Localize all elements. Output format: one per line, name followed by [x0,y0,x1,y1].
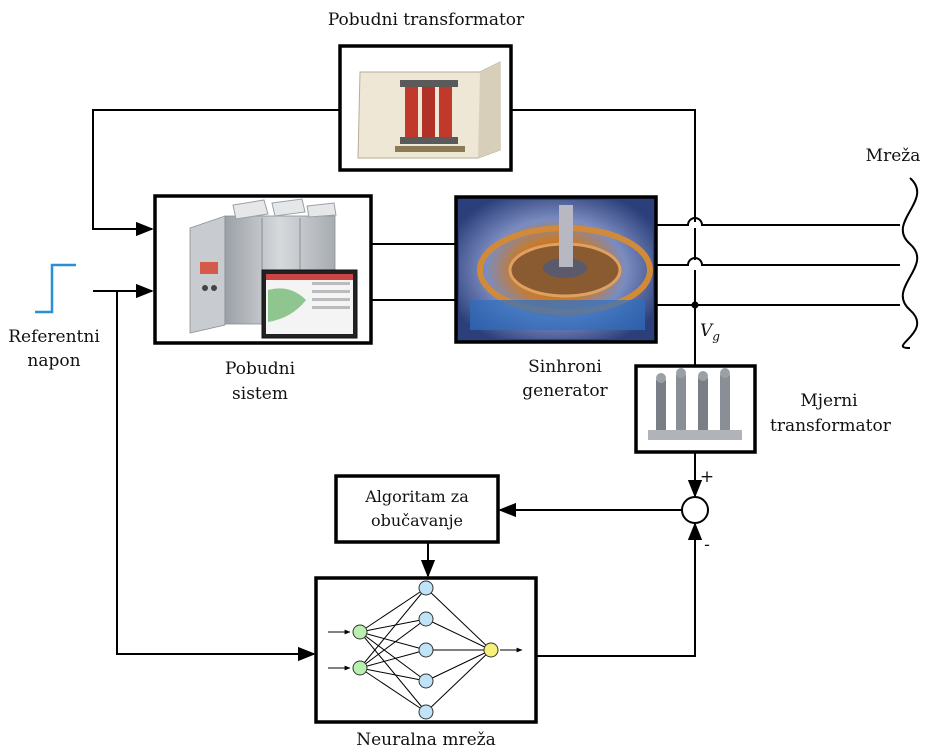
nn-connection [359,649,427,669]
nn-connection [359,587,427,633]
nn-connection [425,587,492,651]
phase-line-1 [655,217,900,226]
reference-to-nn-wire [116,291,316,662]
nn-connection [425,618,492,651]
nn-connection [359,667,427,682]
vg-label: Vg [700,321,720,344]
nn-connection [359,667,427,713]
nn-connection [359,631,427,682]
junction-dot [691,301,699,309]
network-label: Mreža [865,146,921,166]
generator-label-2: generator [522,381,608,401]
training-algorithm-label-2: obučavanje [371,511,463,530]
network-coil-icon [901,177,919,349]
training-algorithm-block[interactable] [334,474,500,544]
excitation-transformer-label: Pobudni transformator [327,10,525,30]
nn-connection [359,618,427,633]
nn-output-node [483,642,499,658]
training-algorithm-label-1: Algoritam za [365,487,469,506]
nn-input-node [352,660,368,676]
synchronous-generator-block[interactable] [454,195,658,344]
neural-network-block[interactable] [314,576,538,724]
excitation-system-label-1: Pobudni [224,359,296,379]
nn-connection [359,631,427,651]
nn-hidden-node [418,642,434,658]
generator-label-1: Sinhroni [528,357,602,377]
nn-connection [359,618,427,669]
reference-label-1: Referentni [8,327,100,347]
summing-junction [681,496,709,524]
nn-connection [425,649,492,682]
nn-to-sum-wire [537,522,703,657]
phase-line-2 [655,257,900,266]
measuring-transformer-label-2: transformator [770,416,891,436]
measuring-transformer-label-1: Mjerni [800,391,858,411]
transformer-to-exciter-wire [92,109,340,237]
nn-connection [359,587,427,669]
wires [92,109,900,662]
nn-hidden-node [418,611,434,627]
transformer-feed-wire [510,109,696,222]
nn-input-node [352,624,368,640]
plus-sign: + [699,467,715,487]
nn-connection [425,649,492,713]
excitation-transformer-block[interactable] [338,44,513,172]
excitation-system-label-2: sistem [232,384,288,404]
nn-connection [359,631,427,713]
minus-sign: - [704,535,710,555]
excitation-system-block[interactable] [153,194,373,345]
nn-hidden-node [418,580,434,596]
reference-label-2: napon [27,351,81,371]
nn-hidden-node [418,704,434,720]
nn-hidden-node [418,673,434,689]
measuring-transformer-block[interactable] [634,364,757,454]
step-signal-icon [35,263,76,314]
neural-network-label: Neuralna mreža [356,730,496,750]
